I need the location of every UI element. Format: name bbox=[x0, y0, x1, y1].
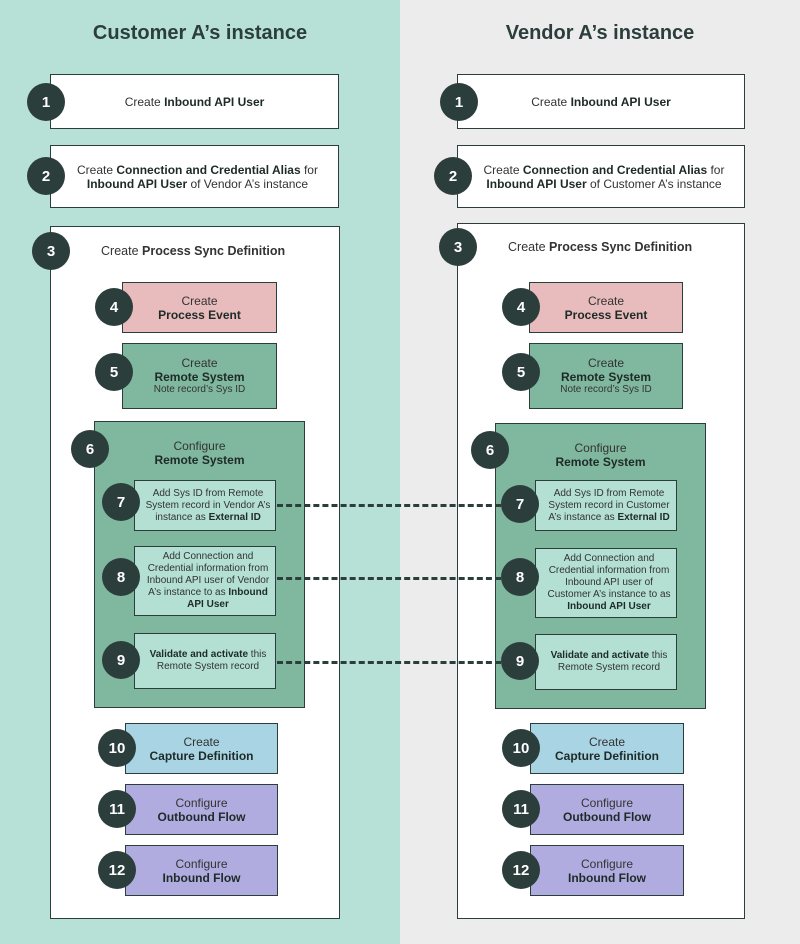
step-8-box: Add Connection and Credential informatio… bbox=[134, 546, 276, 616]
vendor-step-7-badge: 7 bbox=[501, 485, 539, 523]
vendor-step-9-badge: 9 bbox=[501, 642, 539, 680]
connector-step-9 bbox=[277, 661, 501, 664]
vendor-column-title: Vendor A’s instance bbox=[505, 22, 695, 44]
vendor-step-3-badge: 3 bbox=[439, 228, 477, 266]
vendor-step-4-badge: 4 bbox=[502, 288, 540, 326]
step-1-box: Create Inbound API User bbox=[50, 74, 339, 129]
step-2-box: Create Connection and Credential Alias f… bbox=[50, 145, 339, 208]
step-2-badge: 2 bbox=[27, 157, 65, 195]
vendor-step-6-badge: 6 bbox=[471, 431, 509, 469]
vendor-step-3-label: Create Process Sync Definition bbox=[508, 240, 693, 254]
step-6-badge: 6 bbox=[71, 430, 109, 468]
vendor-step-12-badge: 12 bbox=[502, 851, 540, 889]
vendor-step-5-badge: 5 bbox=[502, 353, 540, 391]
vendor-step-8-box: Add Connection and Credential informatio… bbox=[535, 548, 677, 618]
vendor-step-1-badge: 1 bbox=[440, 83, 478, 121]
step-7-box: Add Sys ID from Remote System record in … bbox=[134, 480, 276, 531]
vendor-step-2-box: Create Connection and Credential Alias f… bbox=[457, 145, 745, 208]
step-3-badge: 3 bbox=[32, 232, 70, 270]
customer-column-title: Customer A’s instance bbox=[92, 22, 308, 44]
vendor-step-7-box: Add Sys ID from Remote System record in … bbox=[535, 480, 677, 531]
connector-step-7 bbox=[277, 504, 501, 507]
vendor-step-8-badge: 8 bbox=[501, 558, 539, 596]
step-8-badge: 8 bbox=[102, 558, 140, 596]
step-1-badge: 1 bbox=[27, 83, 65, 121]
vendor-step-9-box: Validate and activate this Remote System… bbox=[535, 634, 677, 690]
step-7-badge: 7 bbox=[102, 483, 140, 521]
step-3-label: Create Process Sync Definition bbox=[101, 244, 286, 258]
step-12-badge: 12 bbox=[98, 851, 136, 889]
vendor-step-11-badge: 11 bbox=[502, 790, 540, 828]
step-9-badge: 9 bbox=[102, 641, 140, 679]
step-10-badge: 10 bbox=[98, 729, 136, 767]
vendor-step-2-badge: 2 bbox=[434, 157, 472, 195]
vendor-step-1-box: Create Inbound API User bbox=[457, 74, 745, 129]
connector-step-8 bbox=[277, 577, 501, 580]
vendor-step-10-badge: 10 bbox=[502, 729, 540, 767]
step-5-badge: 5 bbox=[95, 353, 133, 391]
step-11-badge: 11 bbox=[98, 790, 136, 828]
step-9-box: Validate and activate this Remote System… bbox=[134, 633, 276, 689]
step-4-badge: 4 bbox=[95, 288, 133, 326]
